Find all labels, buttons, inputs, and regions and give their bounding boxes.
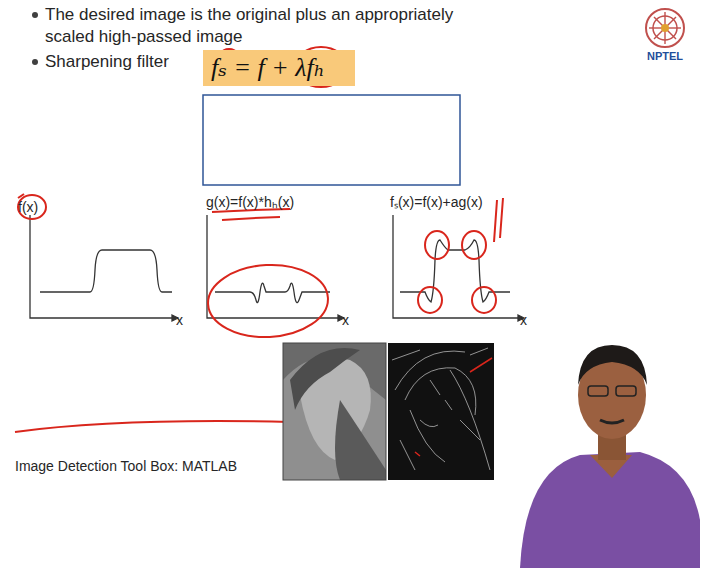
bullet-text: Sharpening filter — [45, 51, 169, 73]
axis-label: g(x)=f(x)*hₕ(x) — [206, 193, 294, 211]
axis-label: x — [176, 311, 183, 329]
empty-box — [203, 95, 460, 185]
axis-label: f(x) — [18, 198, 38, 216]
edge-photo — [388, 343, 494, 480]
logo-text: NPTEL — [647, 49, 683, 63]
nptel-logo — [646, 9, 684, 47]
bullet-dot — [32, 59, 38, 65]
bullet-dot — [32, 12, 38, 18]
axis-label: fₛ(x)=f(x)+ag(x) — [390, 193, 483, 211]
plot-highpass — [207, 215, 344, 321]
formula-text: fₛ = f + λfₕ — [211, 52, 347, 83]
axis-label: x — [520, 311, 527, 329]
formula-box: fₛ = f + λfₕ — [203, 50, 355, 86]
presenter — [520, 345, 700, 568]
axis-label: x — [342, 311, 349, 329]
footnote-text: Image Detection Tool Box: MATLAB — [15, 457, 237, 475]
bullet-text: The desired image is the original plus a… — [45, 4, 485, 48]
plot-original — [30, 215, 178, 321]
lena-photo — [283, 343, 386, 480]
plot-sharpened — [393, 215, 524, 321]
